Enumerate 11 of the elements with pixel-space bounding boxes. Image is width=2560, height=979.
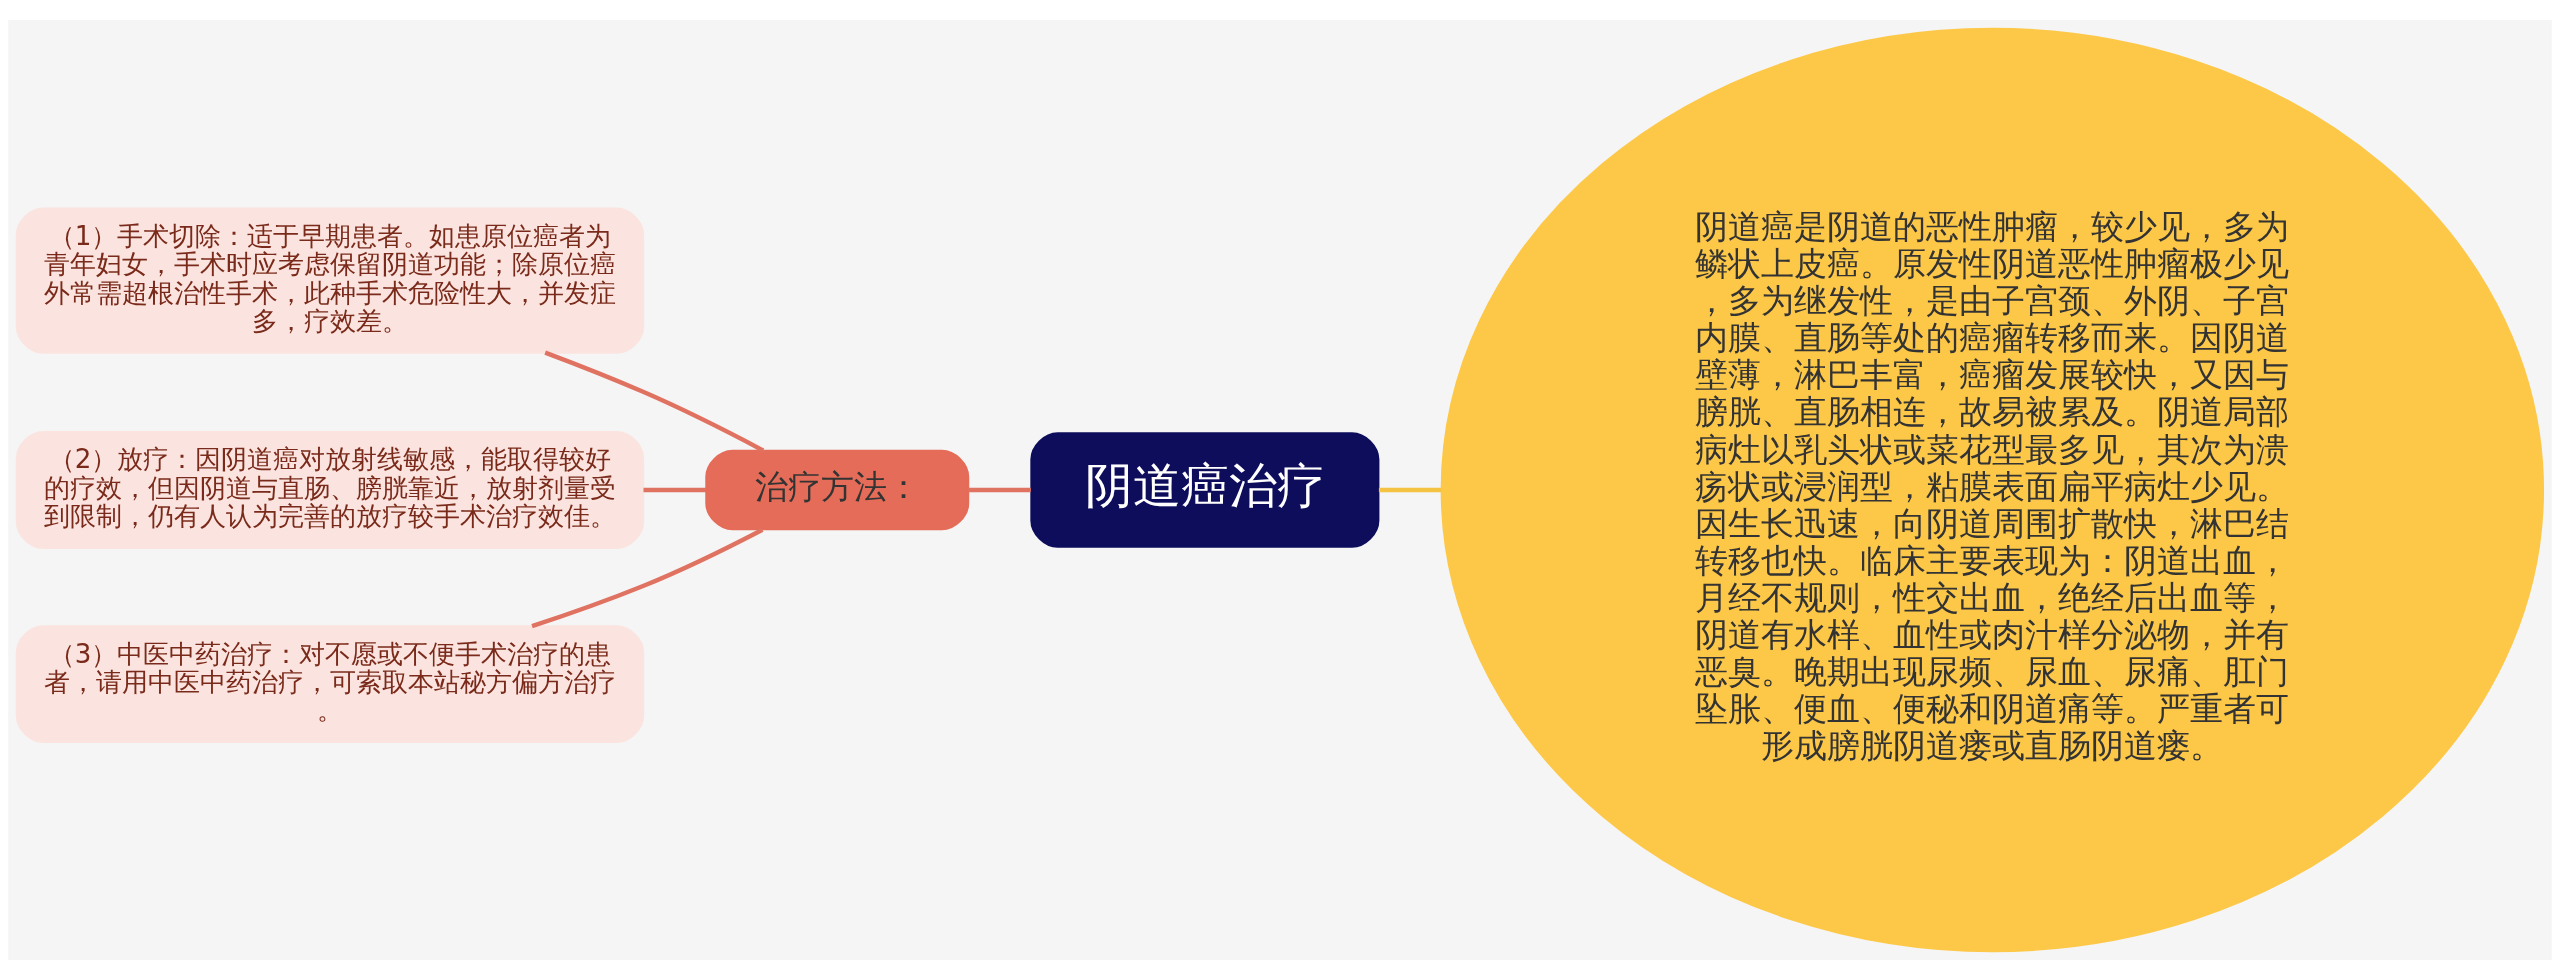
connector — [968, 487, 1031, 492]
node-box: 治疗方法： — [705, 449, 970, 530]
connector — [544, 350, 765, 452]
connector — [531, 527, 764, 628]
node-box: 阴道癌治疗 — [1030, 431, 1380, 548]
connector — [1378, 487, 1442, 492]
connector — [643, 487, 706, 492]
node-box: （1）手术切除：适于早期患者。如患原位癌者为青年妇女，手术时应考虑保留阴道功能；除原位癌外常需超根治性手术，此种手术危险性大，并发症多，疗效差。 — [15, 207, 645, 354]
node-ellipse: 阴道癌是阴道的恶性肿瘤，较少见，多为鳞状上皮癌。原发性阴道恶性肿瘤极少见，多为继发性，是由子宫颈、外阴、子宫内膜、直肠等处的癌瘤转移而来。因阴道壁薄，淋巴丰富，癌瘤发展较快，又因与膀胱、直肠相连，故易被累及。阴道局部病灶以乳头状或菜花型最多见，其次为溃疡状或浸润型，粘膜表面扁平病灶少见。因生长迅速，向阴道周围扩散快，淋巴结转移也快。临床主要表现为：阴道出血，月经不规则，性交出血，绝经后出血等，阴道有水样、血性或肉汁样分泌物，并有恶臭。晚期出现尿频、尿血、尿痛、肛门坠胀、便血、便秘和阴道痛等。严重者可形成膀胱阴道瘘或直肠阴道瘘。 — [1440, 27, 2545, 952]
node-box: （3）中医中药治疗：对不愿或不便手术治疗的患者，请用中医中药治疗，可索取本站秘方偏方治疗。 — [15, 624, 645, 743]
node-box: （2）放疗：因阴道癌对放射线敏感，能取得较好的疗效，但因阴道与直肠、膀胱靠近，放射剂量受到限制，仍有人认为完善的放疗较手术治疗效佳。 — [15, 430, 645, 549]
